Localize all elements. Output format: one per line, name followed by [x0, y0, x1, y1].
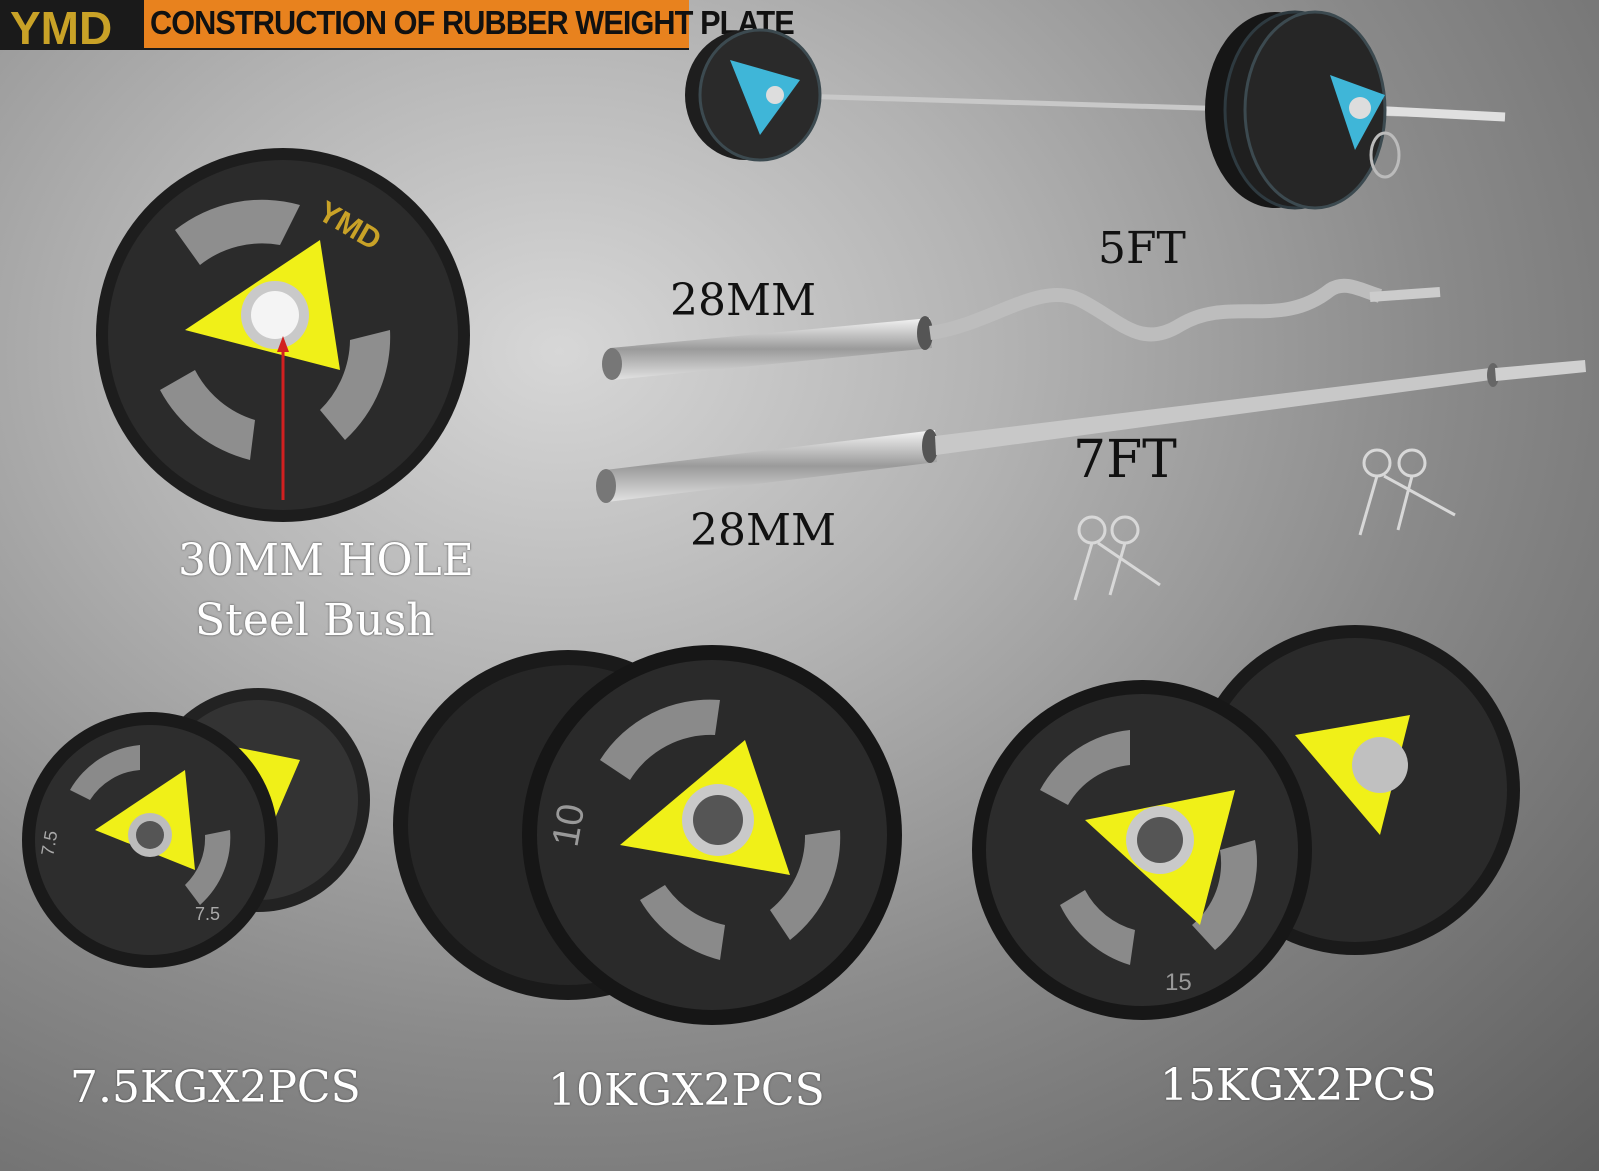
page-title: CONSTRUCTION OF RUBBER WEIGHT PLATE [150, 4, 795, 41]
diameter-label-curl: 28MM [670, 275, 817, 326]
plate-number-7-5: 7.5 [37, 829, 61, 857]
plate-label-7-5kg: 7.5KGX2PCS [70, 1062, 361, 1113]
hole-label: 30MM HOLE [178, 535, 474, 586]
plate-label-15kg: 15KGX2PCS [1160, 1060, 1437, 1111]
bar-length-7ft: 7FT [1073, 430, 1177, 490]
plate-number-15: 15 [1165, 969, 1192, 996]
bar-length-5ft: 5FT [1098, 223, 1186, 274]
logo-text: YMD [10, 2, 112, 54]
brand-logo: YMD [10, 2, 112, 54]
plate-number-10: 10 [545, 801, 594, 850]
plate-label-10kg: 10KGX2PCS [548, 1065, 825, 1116]
diameter-label-straight: 28MM [690, 505, 837, 556]
title-banner [144, 0, 689, 48]
bush-label: Steel Bush [195, 595, 435, 646]
plate-number-7-5-back: 7.5 [195, 904, 220, 924]
